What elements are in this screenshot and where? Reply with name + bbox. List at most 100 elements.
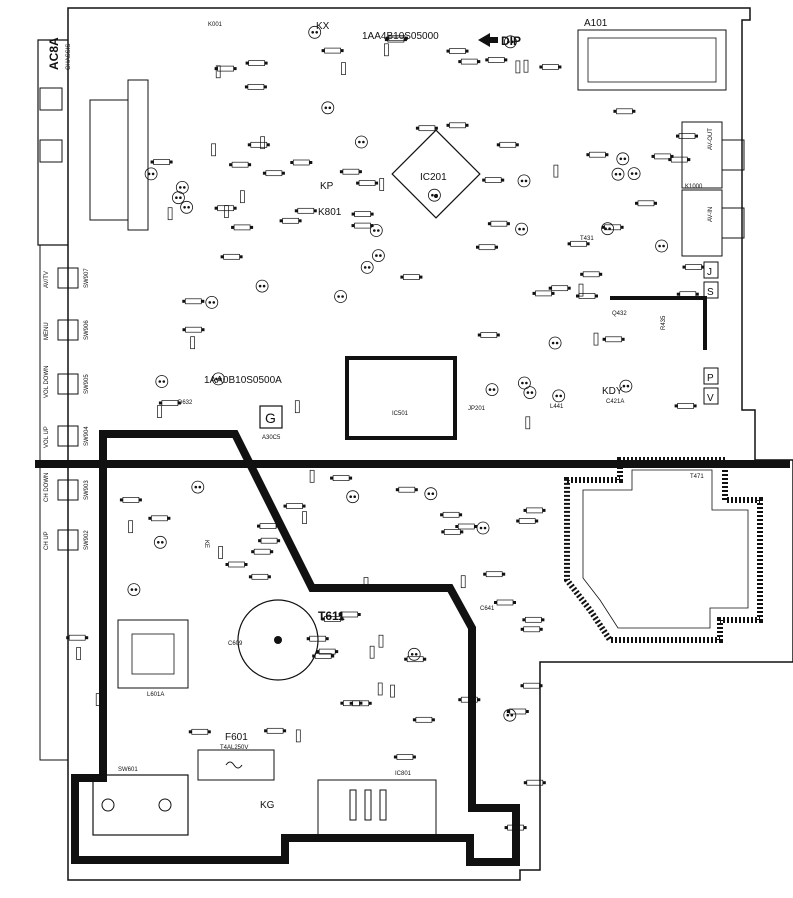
pad: [167, 516, 171, 520]
pad: [701, 265, 705, 269]
pad: [474, 525, 478, 528]
jumper-part: [215, 65, 221, 79]
resistor-part: [605, 336, 622, 343]
pad: [634, 172, 638, 175]
pad: [311, 31, 315, 34]
f601-fuse: [197, 749, 275, 781]
pad: [492, 388, 496, 391]
pad: [630, 172, 634, 175]
resistor-part: [518, 518, 536, 524]
side-button-boxes: [57, 267, 79, 551]
pad: [465, 123, 469, 127]
pad: [460, 530, 464, 534]
pad: [558, 65, 562, 69]
capacitor-part: [517, 174, 531, 188]
resistor-part: [484, 177, 502, 183]
pad: [349, 701, 353, 705]
jumper-part: [525, 416, 531, 430]
capacitor-part: [476, 521, 490, 535]
pad: [363, 266, 367, 269]
pad: [485, 58, 489, 62]
pad: [225, 563, 229, 566]
resistor-part: [490, 220, 508, 227]
jumper-part: [593, 332, 599, 346]
jumper-part: [224, 205, 229, 218]
pad: [415, 126, 419, 130]
pad: [506, 222, 510, 226]
pad: [487, 222, 491, 226]
resistor-part: [184, 298, 202, 305]
pad: [530, 391, 534, 394]
resistor-part: [637, 200, 655, 207]
jumper-part: [218, 546, 223, 559]
pad: [279, 219, 283, 223]
pad: [608, 227, 611, 230]
pad: [373, 229, 376, 232]
resistor-part: [542, 64, 559, 70]
pad: [440, 513, 444, 517]
resistor-part: [259, 523, 277, 529]
pad: [522, 618, 526, 622]
pad: [182, 328, 186, 332]
resistor-part: [151, 515, 168, 522]
pad: [370, 224, 374, 228]
t471-label: T471: [690, 474, 704, 480]
button-label: MENU: [44, 322, 50, 340]
pad: [518, 227, 521, 231]
button-label: CH UP: [44, 531, 50, 550]
pad: [349, 495, 353, 499]
pad: [532, 291, 536, 295]
pad: [504, 58, 508, 62]
pad: [158, 380, 162, 383]
pad: [220, 255, 224, 259]
pad: [119, 498, 123, 502]
pad: [233, 67, 237, 71]
capacitor-part: [503, 35, 517, 49]
jumper-part: [167, 207, 173, 221]
resistor-part: [616, 108, 633, 115]
jp201-label: JP201: [468, 406, 486, 412]
k001-label: K001: [208, 22, 223, 28]
pad: [619, 157, 623, 161]
fuse-rating-label: T4AL250V: [220, 745, 248, 751]
pad: [520, 179, 524, 183]
resistor-part: [233, 224, 251, 231]
t431-label: T431: [580, 236, 594, 242]
pad: [395, 488, 399, 492]
pad: [431, 492, 435, 496]
resistor-part: [654, 153, 671, 160]
pad: [349, 476, 353, 480]
ic501-label: IC501: [392, 411, 409, 417]
pad: [506, 710, 510, 713]
resistor-part: [457, 523, 475, 530]
pad: [455, 525, 459, 528]
pad: [312, 654, 316, 658]
pad: [623, 157, 627, 161]
pad: [614, 172, 618, 176]
pad: [298, 219, 302, 223]
pad: [85, 636, 89, 640]
pad: [551, 341, 555, 345]
resistor-part: [358, 180, 376, 186]
jumper-part: [157, 405, 162, 418]
pad: [676, 292, 680, 296]
pad: [358, 140, 361, 144]
pad: [306, 637, 310, 641]
grade-code: A30C5: [262, 435, 281, 441]
capacitor-part: [346, 490, 360, 504]
resistor-part: [460, 58, 478, 65]
pad: [523, 781, 527, 785]
pad: [229, 163, 233, 167]
pad: [539, 627, 543, 631]
pad: [427, 492, 431, 496]
pad: [476, 245, 479, 249]
resistor-part: [499, 141, 517, 148]
ic201-label: IC201: [420, 172, 447, 183]
button-ref: SW905: [84, 374, 90, 394]
resistor-part: [535, 290, 552, 297]
pad: [258, 284, 262, 288]
pad: [231, 225, 235, 229]
c421a-label: C421A: [606, 399, 624, 405]
pad: [446, 49, 450, 53]
